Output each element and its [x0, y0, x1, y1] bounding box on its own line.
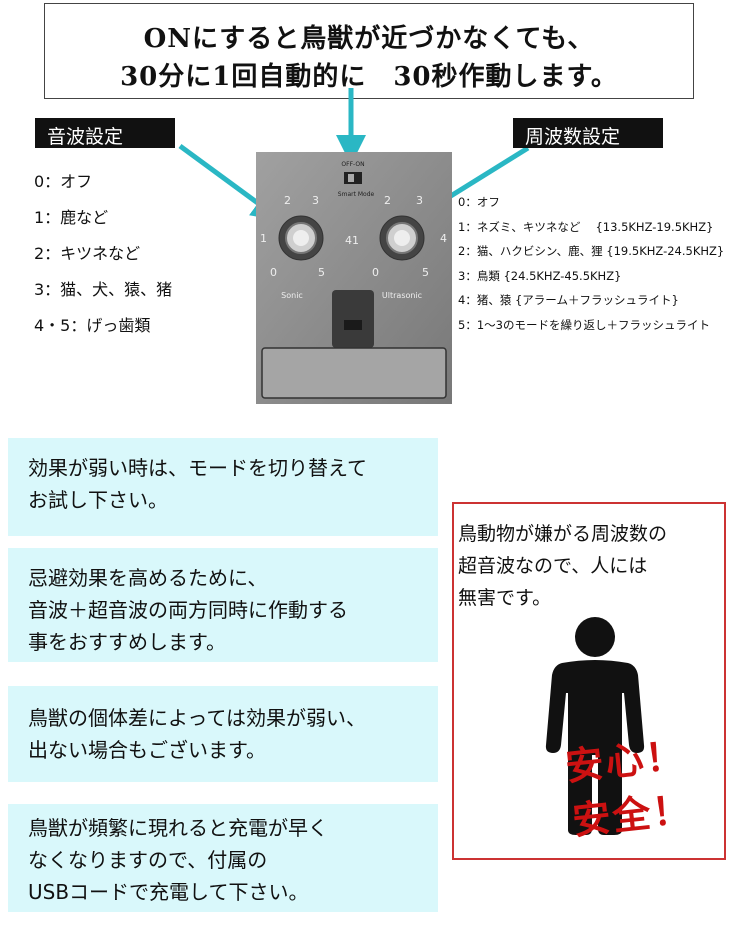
- svg-text:5: 5: [318, 266, 325, 279]
- tip-line: 出ない場合もございます。: [28, 738, 266, 762]
- center-label: 41: [345, 234, 359, 247]
- mode-label: Smart Mode: [338, 191, 375, 198]
- svg-text:5: 5: [422, 266, 429, 279]
- tip-line: 音波＋超音波の両方同時に作動する: [28, 598, 348, 622]
- tip-box-2: 忌避効果を高めるために、 音波＋超音波の両方同時に作動する 事をおすすめします。: [8, 548, 438, 662]
- list-item: 5：1～3のモードを繰り返し＋フラッシュライト: [458, 317, 710, 332]
- person-icon: [545, 617, 645, 835]
- tip-line: 鳥獣の個体差によっては効果が弱い、: [28, 706, 366, 730]
- tip-line: 鳥獣が頻繁に現れると充電が早く: [28, 816, 328, 840]
- list-item: 3：鳥類 {24.5KHZ-45.5KHZ}: [458, 268, 622, 283]
- safety-line: 無害です。: [458, 587, 552, 609]
- tip-line: なくなりますので、付属の: [28, 848, 268, 872]
- device-panel-image: OFF-ON Smart Mode 2 3 1 0 5 41 2 3 4 0 5…: [256, 152, 452, 404]
- sonic-label: Sonic: [281, 291, 303, 300]
- tip-line: USBコードで充電して下さい。: [28, 880, 309, 904]
- tip-box-3: 鳥獣の個体差によっては効果が弱い、 出ない場合もございます。: [8, 686, 438, 782]
- svg-text:0: 0: [372, 266, 379, 279]
- notice-line-2: 30分に1回自動的に 30秒作動します。: [120, 62, 618, 92]
- tip-box-1: 効果が弱い時は、モードを切り替えて お試し下さい。: [8, 438, 438, 536]
- svg-text:3: 3: [312, 194, 319, 207]
- svg-text:2: 2: [384, 194, 391, 207]
- notice-line-1: ONにすると鳥獣が近づかなくても、: [143, 24, 595, 54]
- switch-label: OFF-ON: [341, 161, 364, 168]
- svg-text:3: 3: [416, 194, 423, 207]
- safety-line: 超音波なので、人には: [458, 555, 648, 577]
- list-item: 1：鹿など: [34, 208, 109, 227]
- battery-cover: [261, 347, 447, 399]
- svg-text:0: 0: [270, 266, 277, 279]
- tip-line: お試し下さい。: [28, 488, 168, 512]
- list-item: 2：猫、ハクビシン、鹿、狸 {19.5KHZ-24.5KHZ}: [458, 244, 725, 258]
- tip-line: 事をおすすめします。: [28, 630, 226, 654]
- svg-text:4: 4: [440, 232, 447, 245]
- safety-line: 鳥動物が嫌がる周波数の: [458, 523, 668, 545]
- list-item: 3：猫、犬、猿、猪: [34, 280, 173, 299]
- frequency-settings-list: 0：オフ 1：ネズミ、キツネなど {13.5KHZ-19.5KHZ} 2：猫、ハ…: [458, 195, 724, 342]
- sonic-setting-tag: 音波設定: [35, 118, 175, 148]
- svg-text:2: 2: [284, 194, 291, 207]
- frequency-setting-tag: 周波数設定: [513, 118, 663, 148]
- list-item: 2：キツネなど: [34, 244, 141, 263]
- list-item: 1：ネズミ、キツネなど {13.5KHZ-19.5KHZ}: [458, 219, 714, 234]
- tip-line: 効果が弱い時は、モードを切り替えて: [28, 456, 367, 480]
- tip-line: 忌避効果を高めるために、: [28, 566, 268, 590]
- svg-text:1: 1: [260, 232, 267, 245]
- sonic-settings-list: 0：オフ 1：鹿など 2：キツネなど 3：猫、犬、猿、猪 4・5：げっ歯類: [34, 172, 172, 352]
- usb-port: [332, 290, 374, 348]
- ultrasonic-label: Ultrasonic: [382, 291, 422, 300]
- safety-box: 鳥動物が嫌がる周波数の 超音波なので、人には 無害です。: [452, 502, 726, 860]
- notice-box: ONにすると鳥獣が近づかなくても、 30分に1回自動的に 30秒作動します。: [44, 3, 694, 99]
- list-item: 0：オフ: [458, 195, 500, 209]
- list-item: 4・5：げっ歯類: [34, 316, 151, 335]
- list-item: 0：オフ: [34, 172, 93, 191]
- safety-text: 鳥動物が嫌がる周波数の 超音波なので、人には 無害です。: [458, 518, 667, 614]
- tip-box-4: 鳥獣が頻繁に現れると充電が早く なくなりますので、付属の USBコードで充電して…: [8, 804, 438, 912]
- list-item: 4：猪、猿 {アラーム＋フラッシュライト}: [458, 293, 679, 307]
